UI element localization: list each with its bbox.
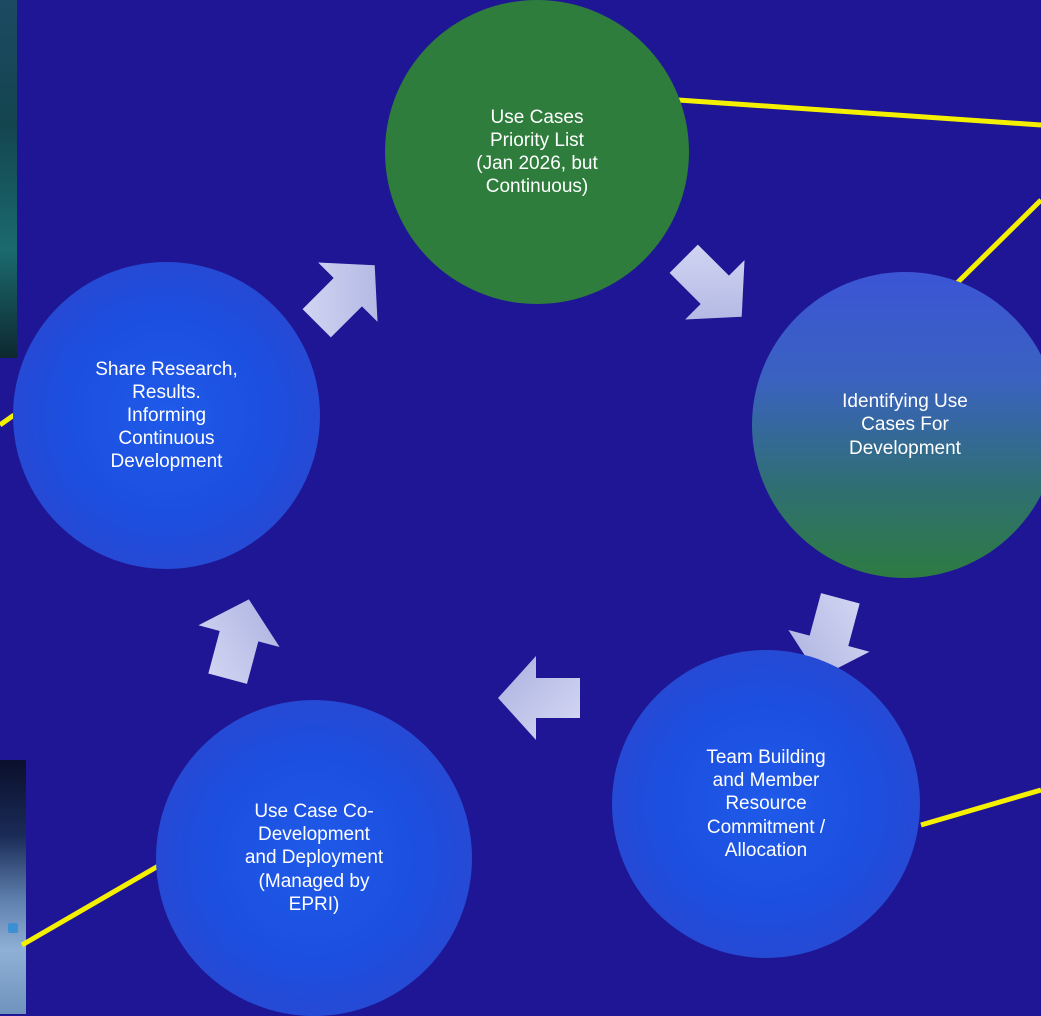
arrow-up-right-icon [302,262,378,338]
node-team-building: Team Building and Member Resource Commit… [612,650,920,958]
arrow-up-icon [198,599,280,684]
node-share-research-label: Share Research, Results. Informing Conti… [95,358,238,473]
node-team-building-label: Team Building and Member Resource Commit… [706,747,826,861]
node-co-development: Use Case Co- Development and Deployment … [156,700,472,1016]
node-identifying: Identifying Use Cases For Development [752,272,1041,578]
photo-thumbnail-detail [8,923,18,933]
connector-line-identifying [953,198,1041,287]
node-priority-list: Use Cases Priority List (Jan 2026, but C… [385,0,689,304]
photo-thumbnail-top [0,0,17,358]
connector-line-codevelopment [20,862,162,948]
arrow-left-icon [498,656,580,740]
node-identifying-label: Identifying Use Cases For Development [842,391,968,459]
photo-thumbnail-bottom [0,760,26,1014]
arrow-right-down-icon [669,244,745,320]
connector-line-team [920,787,1041,828]
node-priority-list-label: Use Cases Priority List (Jan 2026, but C… [476,106,598,198]
node-co-development-label: Use Case Co- Development and Deployment … [244,801,384,915]
node-share-research: Share Research, Results. Informing Conti… [13,262,320,569]
connector-line-priority [677,97,1041,128]
connector-line-share [0,412,16,428]
